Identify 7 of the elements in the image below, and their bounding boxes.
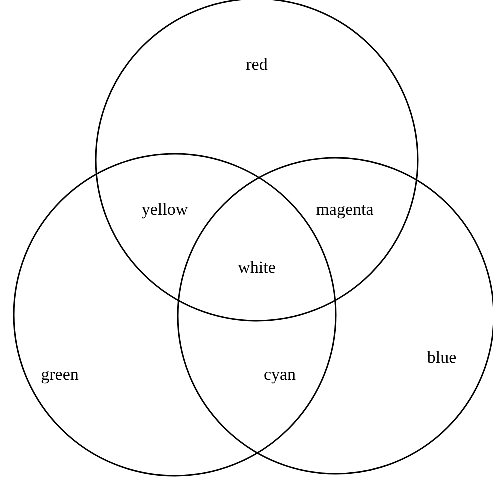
set-label: red: [246, 55, 268, 75]
intersection-label: magenta: [316, 200, 374, 220]
set-label: blue: [427, 348, 457, 368]
set-label: green: [41, 365, 79, 385]
intersection-label: white: [238, 258, 276, 278]
intersection-label: yellow: [142, 200, 188, 220]
intersection-label: cyan: [264, 365, 296, 385]
